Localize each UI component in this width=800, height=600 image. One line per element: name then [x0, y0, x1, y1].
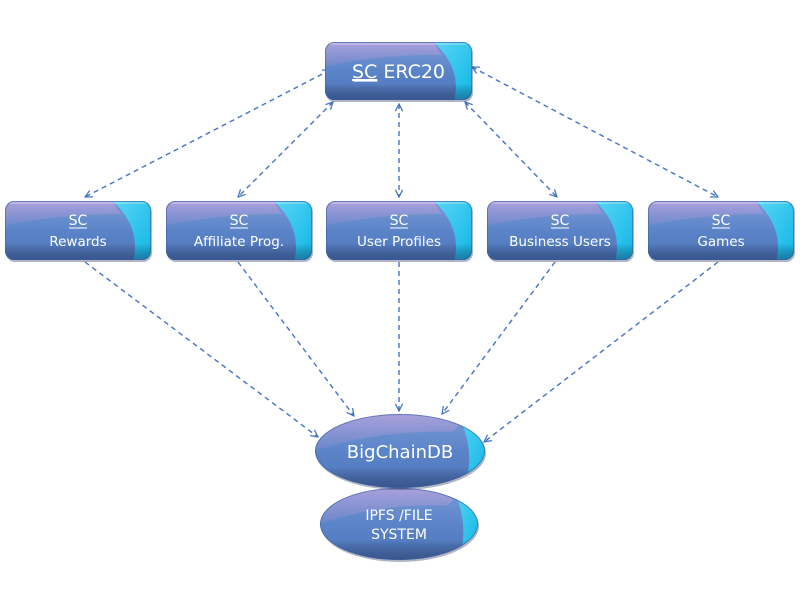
connector-games-to-bigchaindb: [484, 261, 719, 442]
node-border: [648, 201, 794, 260]
node-erc20[interactable]: SC ERC20: [325, 42, 473, 102]
bottom-shade: [326, 243, 472, 260]
node-label: User Profiles: [357, 234, 441, 250]
node-prefix: SC: [551, 213, 570, 229]
node-border: [326, 201, 472, 260]
node-border: [320, 488, 478, 560]
node-label: Affiliate Prog.: [194, 234, 284, 250]
node-ipfs[interactable]: IPFS /FILE SYSTEM: [320, 488, 479, 562]
connector-erc20-to-business: [465, 102, 557, 197]
node-games[interactable]: SC Games: [648, 201, 795, 262]
shine-band: [648, 201, 765, 226]
node-label: Business Users: [509, 234, 611, 250]
node-prefix: SC: [230, 213, 249, 229]
node-prefix: SC: [712, 213, 731, 229]
connector-layer: [85, 67, 718, 442]
shine-band: [320, 488, 454, 524]
bottom-shade: [487, 243, 633, 260]
node-label-line: SYSTEM: [371, 527, 427, 543]
node-affiliate[interactable]: SC Affiliate Prog.: [166, 201, 313, 262]
node-label: BigChainDB: [347, 442, 453, 463]
shine-band: [166, 201, 283, 226]
shine-band: [315, 414, 459, 451]
node-border: [487, 201, 633, 260]
top-highlight: [491, 202, 629, 204]
node-label: ERC20: [377, 61, 445, 83]
top-highlight: [330, 202, 468, 204]
node-border: [315, 414, 485, 488]
node-title: SC ERC20: [352, 61, 445, 83]
node-label-line: IPFS /FILE: [365, 508, 432, 524]
connector-rewards-to-bigchaindb: [84, 261, 318, 437]
top-highlight: [9, 202, 147, 204]
node-bigchaindb[interactable]: BigChainDB: [315, 414, 486, 490]
shine-band: [325, 42, 443, 67]
node-prefix: SC: [390, 213, 409, 229]
node-prefix: SC: [352, 61, 377, 83]
connector-affiliate-to-bigchaindb: [237, 261, 354, 416]
node-label: Rewards: [49, 234, 106, 250]
bottom-shade: [166, 243, 312, 260]
connector-business-to-bigchaindb: [442, 261, 556, 414]
node-rewards[interactable]: SC Rewards: [5, 201, 152, 262]
node-border: [325, 42, 472, 100]
node-border: [166, 201, 312, 260]
top-highlight: [170, 202, 308, 204]
shine-band: [5, 201, 122, 226]
bottom-shade: [325, 83, 472, 100]
bottom-shade: [5, 243, 151, 260]
node-business[interactable]: SC Business Users: [487, 201, 634, 262]
top-highlight: [652, 202, 790, 204]
connector-erc20-to-affiliate: [238, 102, 333, 197]
shine-band: [487, 201, 604, 226]
node-profiles[interactable]: SC User Profiles: [326, 201, 473, 262]
top-highlight: [329, 43, 468, 45]
node-prefix: SC: [69, 213, 88, 229]
connector-erc20-to-rewards: [85, 70, 330, 197]
shine-band: [326, 201, 443, 226]
node-border: [5, 201, 151, 260]
bottom-shade: [648, 243, 794, 260]
node-label: Games: [697, 234, 744, 250]
connector-erc20-to-games: [472, 67, 718, 197]
